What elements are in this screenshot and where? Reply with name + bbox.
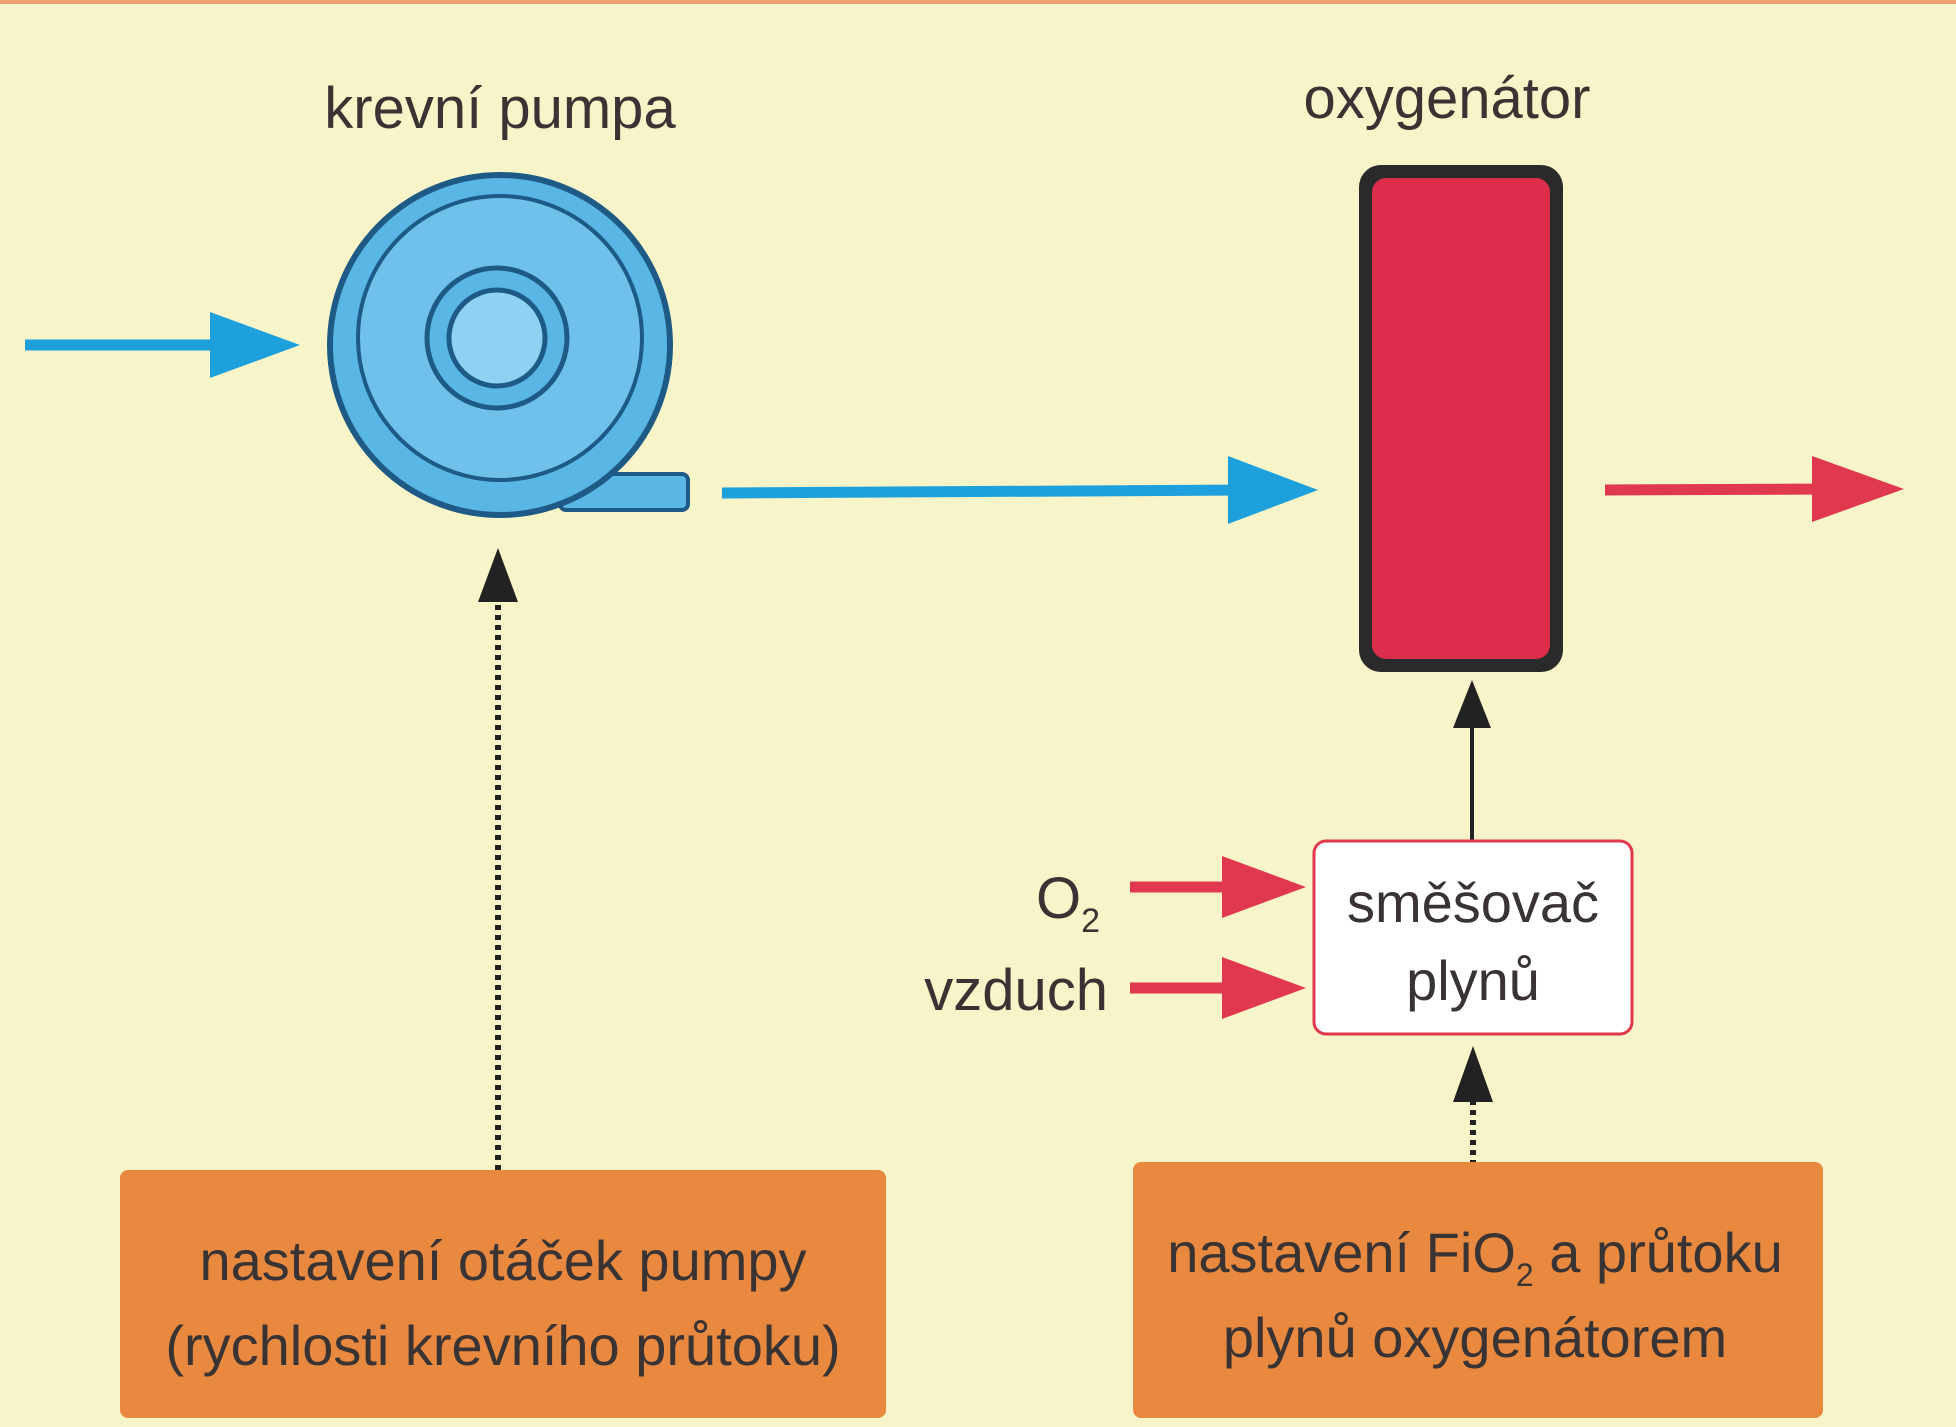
pump-setting-box: nastavení otáček pumpy (rychlosti krevní… <box>120 1170 886 1418</box>
gas-setting-subscript: 2 <box>1516 1257 1534 1293</box>
blood-pump-icon <box>327 172 690 518</box>
air-label: vzduch <box>924 958 1108 1023</box>
pump-setting-line1: nastavení otáček pumpy <box>199 1229 806 1292</box>
gas-mixer-box: směšovač plynů <box>1312 839 1634 1036</box>
oxygenator-title: oxygenátor <box>1304 66 1591 131</box>
venous-inflow-arrow <box>25 312 300 378</box>
pump-title: krevní pumpa <box>324 76 676 141</box>
gas-setting-box: nastavení FiO2 a průtoku plynů oxygenáto… <box>1133 1162 1823 1418</box>
pump-setting-line2: (rychlosti krevního průtoku) <box>165 1314 840 1377</box>
o2-label: O <box>1036 866 1081 931</box>
arterial-outflow-arrow <box>1604 456 1904 522</box>
svg-text:O2: O2 <box>1036 866 1100 940</box>
o2-subscript: 2 <box>1081 902 1100 940</box>
oxygenator-icon <box>1359 165 1563 672</box>
top-border <box>0 0 1956 4</box>
air-inlet: vzduch <box>924 957 1306 1023</box>
gas-setting-line2: plynů oxygenátorem <box>1223 1306 1727 1369</box>
mixer-control-arrow <box>1453 1046 1493 1165</box>
gas-setting-line1-b: a průtoku <box>1534 1221 1783 1284</box>
mixer-to-oxygenator-arrow <box>1453 680 1491 840</box>
o2-inlet: O2 <box>1036 856 1306 940</box>
pump-control-arrow <box>478 548 518 1170</box>
svg-text:nastavení FiO2 a průtoku: nastavení FiO2 a průtoku <box>1167 1221 1782 1293</box>
gas-setting-line1-a: nastavení FiO <box>1167 1221 1516 1284</box>
pump-to-oxygenator-arrow <box>721 456 1318 524</box>
gas-mixer-label-line2: plynů <box>1406 949 1540 1012</box>
gas-mixer-label-line1: směšovač <box>1347 871 1599 934</box>
